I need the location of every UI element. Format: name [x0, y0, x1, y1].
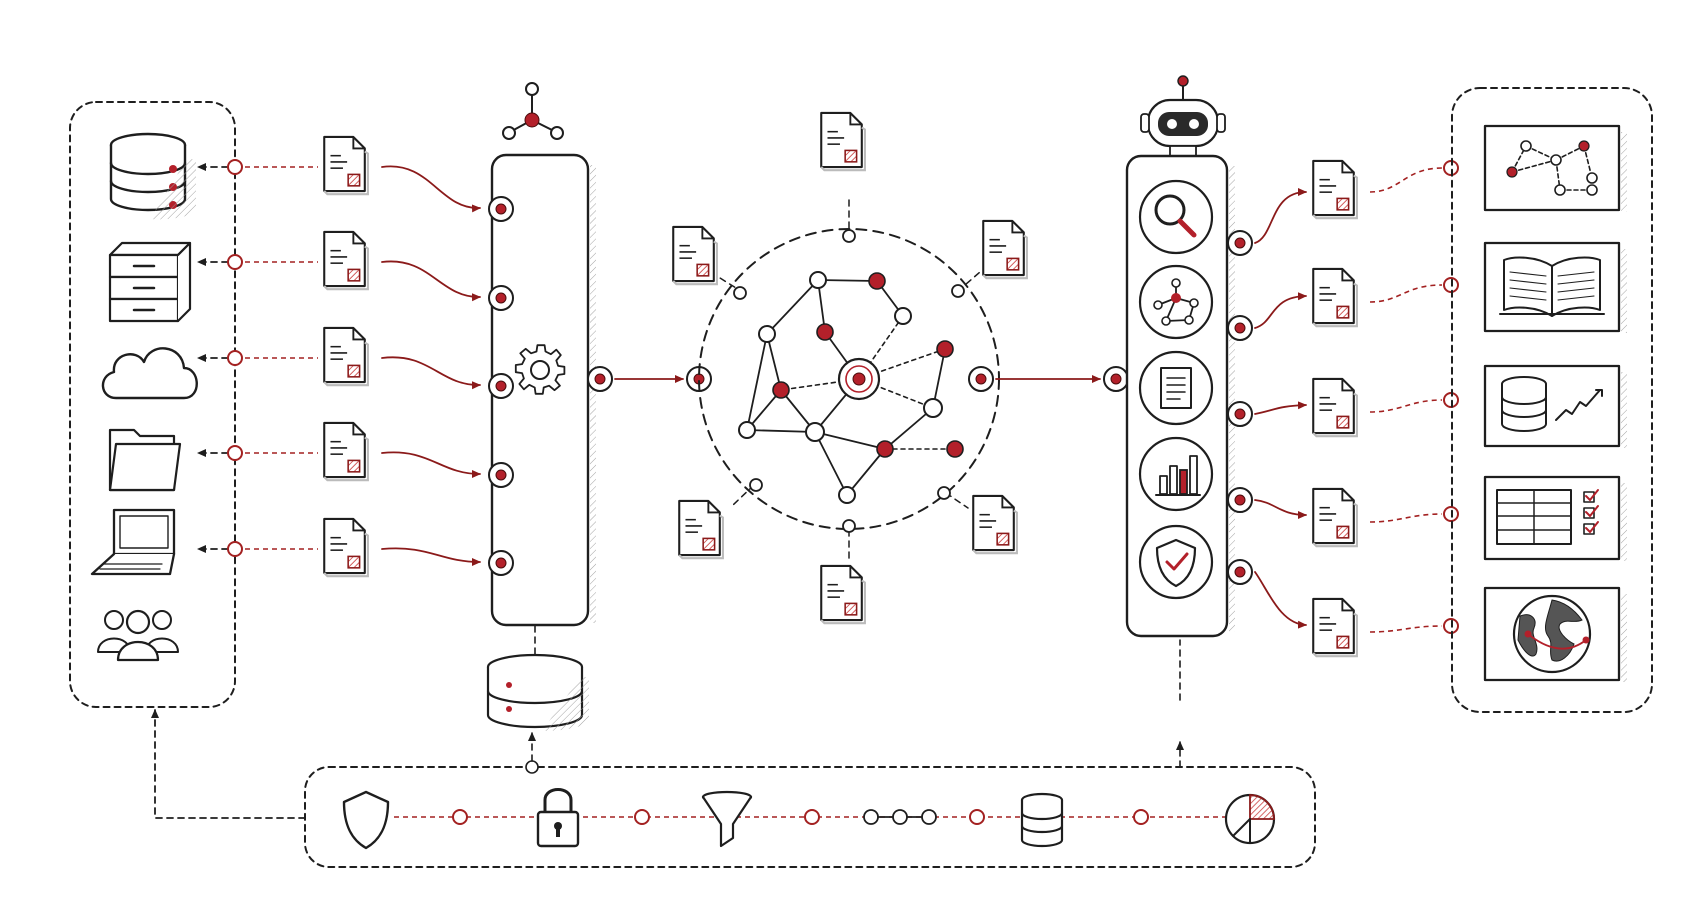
pie-chart-icon — [1224, 793, 1276, 845]
gear-icon — [514, 344, 566, 395]
ingest-arrows — [381, 165, 481, 566]
bar-chart-icon — [1138, 436, 1214, 512]
agent-column — [1125, 75, 1253, 638]
governance-bar — [151, 639, 1316, 868]
database-icon — [109, 132, 196, 220]
shield-check-icon — [1138, 524, 1214, 600]
target-icon — [837, 357, 881, 401]
document-icon — [672, 225, 718, 286]
funnel-icon — [701, 790, 753, 848]
output-arrows — [1254, 188, 1307, 629]
document-icon — [1312, 159, 1358, 220]
ingest-connectors — [227, 159, 318, 557]
database-icon — [486, 653, 589, 731]
document-icon — [820, 111, 866, 172]
document-icon — [323, 326, 369, 387]
open-book-icon — [1483, 241, 1627, 333]
pipeline-to-graph-link — [587, 366, 712, 392]
server-rack-icon — [108, 241, 192, 323]
chain-nodes-icon — [863, 809, 937, 825]
source-links — [197, 163, 229, 553]
graph-satellite-links — [719, 194, 981, 561]
sources-panel — [69, 101, 236, 708]
document-icon — [1312, 267, 1358, 328]
document-icon — [323, 135, 369, 196]
cloud-icon — [101, 347, 198, 400]
document-icon — [323, 517, 369, 578]
document-icon — [1138, 350, 1214, 426]
document-icon — [972, 494, 1018, 555]
database-icon — [1020, 792, 1064, 848]
document-icon — [1312, 487, 1358, 548]
ingest-pipeline — [486, 82, 596, 731]
knowledge-graph — [672, 111, 1028, 625]
document-icon — [820, 564, 866, 625]
document-icon — [982, 219, 1028, 280]
search-icon — [1138, 179, 1214, 255]
document-icon — [1312, 597, 1358, 658]
output-documents — [1312, 159, 1358, 658]
graph-to-agent-link — [968, 366, 1129, 392]
globe-route-icon — [1483, 586, 1627, 682]
shield-icon — [342, 790, 390, 850]
database-trend-icon — [1483, 364, 1627, 448]
padlock-icon — [536, 788, 580, 848]
laptop-icon — [90, 508, 176, 576]
network-node-icon — [502, 82, 564, 140]
document-icon — [323, 421, 369, 482]
users-icon — [97, 609, 179, 662]
table-checklist-icon — [1483, 475, 1627, 561]
outputs-panel — [1451, 87, 1653, 713]
source-documents — [323, 135, 369, 578]
document-icon — [678, 499, 724, 560]
robot-icon — [1140, 75, 1226, 157]
graph-icon — [1138, 264, 1214, 340]
folder-icon — [108, 428, 182, 492]
output-connectors — [1369, 160, 1459, 634]
graph-nodes — [738, 271, 964, 504]
document-icon — [1312, 377, 1358, 438]
network-map-icon — [1483, 124, 1627, 212]
document-icon — [323, 230, 369, 291]
